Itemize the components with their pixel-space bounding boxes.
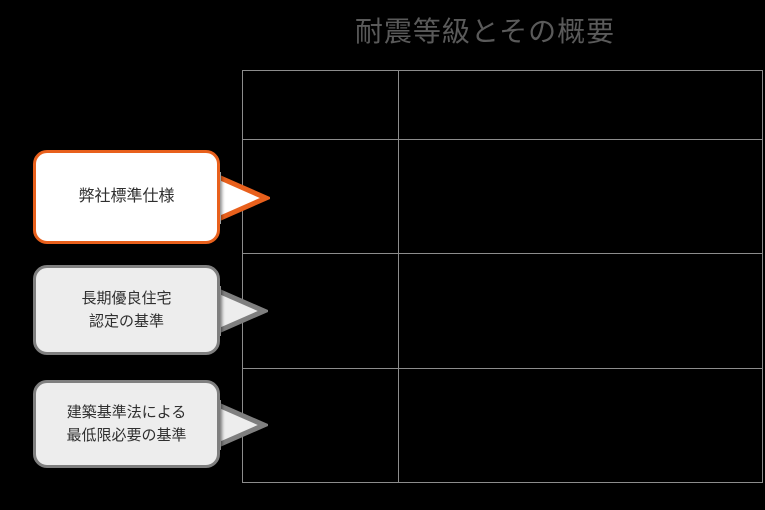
table-cell-description bbox=[398, 139, 763, 255]
callout-standard-spec: 弊社標準仕様 bbox=[33, 150, 220, 244]
callout-line: 弊社標準仕様 bbox=[78, 188, 175, 205]
table-row bbox=[242, 367, 763, 484]
callout-chouki-yuryo-jutaku: 長期優良住宅 認定の基準 bbox=[33, 265, 220, 355]
table-cell-grade bbox=[242, 69, 399, 141]
page-title: 耐震等級とその概要 bbox=[354, 16, 616, 47]
table-cell-grade bbox=[242, 253, 399, 369]
callout-line: 建築基準法による bbox=[66, 404, 187, 421]
grade-table bbox=[242, 69, 763, 484]
callout-line: 最低限必要の基準 bbox=[66, 427, 187, 444]
callout-line: 認定の基準 bbox=[88, 313, 164, 330]
table-cell-grade bbox=[242, 367, 399, 484]
table-cell-description bbox=[398, 69, 763, 141]
callout-kenchiku-kijunho: 建築基準法による 最低限必要の基準 bbox=[33, 380, 220, 468]
table-row bbox=[242, 253, 763, 369]
table-cell-description bbox=[398, 253, 763, 369]
table-cell-description bbox=[398, 367, 763, 484]
table-cell-grade bbox=[242, 139, 399, 255]
callout-line: 長期優良住宅 bbox=[81, 290, 172, 307]
table-row bbox=[242, 69, 763, 141]
table-row bbox=[242, 139, 763, 255]
